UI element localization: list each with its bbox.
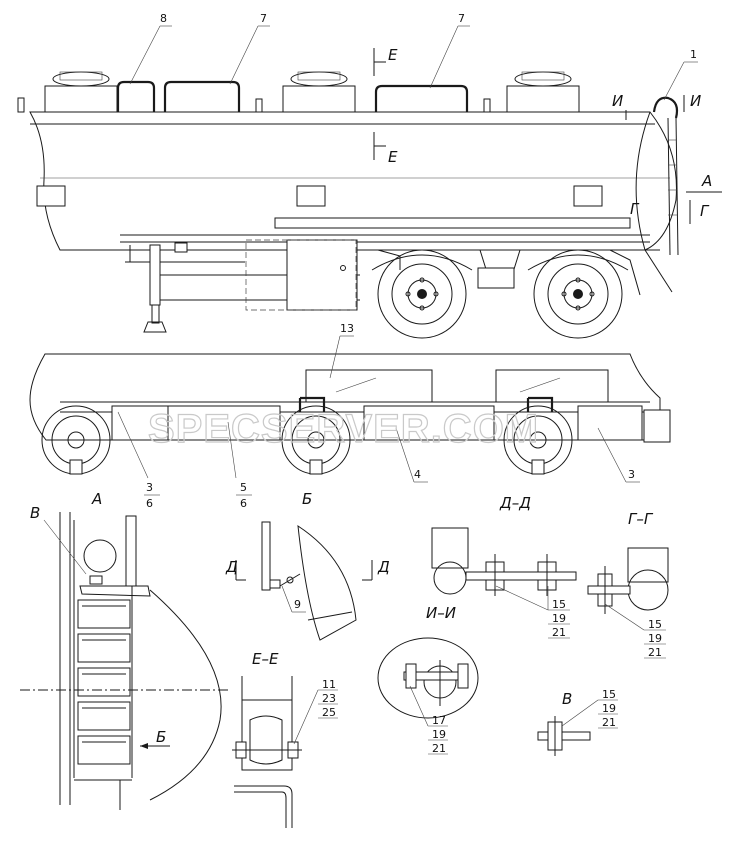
handrail-8 (116, 80, 156, 112)
section-GG: Г–Г 15 19 21 (587, 510, 669, 659)
section-mark-I-right: И (690, 92, 701, 110)
callout-GG-19: 19 (648, 632, 662, 645)
section-mark-B-arrow: Б (156, 728, 166, 746)
watermark: SPECSERVER.COM (148, 407, 539, 451)
callout-V-19: 19 (602, 702, 616, 715)
view-title-V: В (562, 690, 572, 708)
callout-V-15: 15 (602, 688, 616, 701)
callout-GG-15: 15 (648, 618, 662, 631)
section-EE: Е–Е 11 23 25 (232, 650, 338, 828)
callout-8: 8 (160, 12, 167, 25)
callout-1: 1 (690, 48, 697, 61)
hub-right (503, 405, 573, 475)
callout-DD-21: 21 (552, 626, 566, 639)
hub-left (41, 405, 111, 475)
section-mark-I-left: И (612, 92, 623, 110)
callout-II-21: 21 (432, 742, 446, 755)
section-mark-V: В (30, 504, 40, 522)
callout-A-top: 3 (146, 481, 153, 494)
detail-D-bracket: Д Д 9 (225, 521, 390, 641)
callout-DD-15: 15 (552, 598, 566, 611)
callout-DD-19: 19 (552, 612, 566, 625)
section-mark-E-bottom: Е (388, 148, 398, 166)
section-mark-D-right: Д (377, 558, 390, 576)
view-title-EE: Е–Е (252, 650, 279, 668)
callout-EE-23: 23 (322, 692, 336, 705)
callout-13: 13 (340, 322, 354, 335)
callout-B-bottom: 6 (240, 497, 247, 510)
section-mark-A: А (701, 172, 712, 190)
view-title-A: А (91, 490, 102, 508)
callout-7a: 7 (260, 12, 267, 25)
view-A-chassis: 13 4 3 3 6 5 6 А Б (29, 322, 671, 510)
view-title-II: И–И (426, 604, 456, 622)
view-title-GG: Г–Г (628, 510, 654, 528)
callout-9: 9 (294, 598, 301, 611)
handrail-7b (374, 84, 469, 112)
handrail-7a (163, 80, 241, 112)
section-II: И–И 17 19 21 (377, 604, 479, 755)
section-mark-G-right: Г (700, 202, 710, 220)
callout-7b: 7 (458, 12, 465, 25)
section-mark-E-top: Е (388, 46, 398, 64)
section-mark-G-left: Г (630, 200, 640, 218)
callout-B-top: 5 (240, 481, 247, 494)
tank-dome-2 (282, 71, 356, 113)
callout-GG-21: 21 (648, 646, 662, 659)
callout-A-bottom: 6 (146, 497, 153, 510)
callout-3: 3 (628, 468, 635, 481)
tank-dome-3 (506, 71, 580, 113)
callout-EE-25: 25 (322, 706, 336, 719)
callout-4: 4 (414, 468, 421, 481)
view-title-B: Б (302, 490, 312, 508)
tanker-side-view: Е Е И И А Г Г 8 7 7 1 (17, 12, 722, 339)
tank-dome-1 (44, 71, 118, 113)
view-V-detail: В 15 19 21 (537, 688, 618, 756)
wheel-rear-axle (533, 249, 623, 339)
view-B-ladder: В Б (20, 504, 230, 810)
view-title-DD: Д–Д (499, 494, 531, 512)
callout-V-21: 21 (602, 716, 616, 729)
hub-middle (281, 405, 351, 475)
callout-EE-11: 11 (322, 678, 336, 691)
section-mark-D-left: Д (225, 558, 238, 576)
wheel-front-axle (377, 249, 467, 339)
section-DD: Д–Д 15 19 21 (431, 494, 577, 639)
callout-II-17: 17 (432, 714, 446, 727)
callout-II-19: 19 (432, 728, 446, 741)
